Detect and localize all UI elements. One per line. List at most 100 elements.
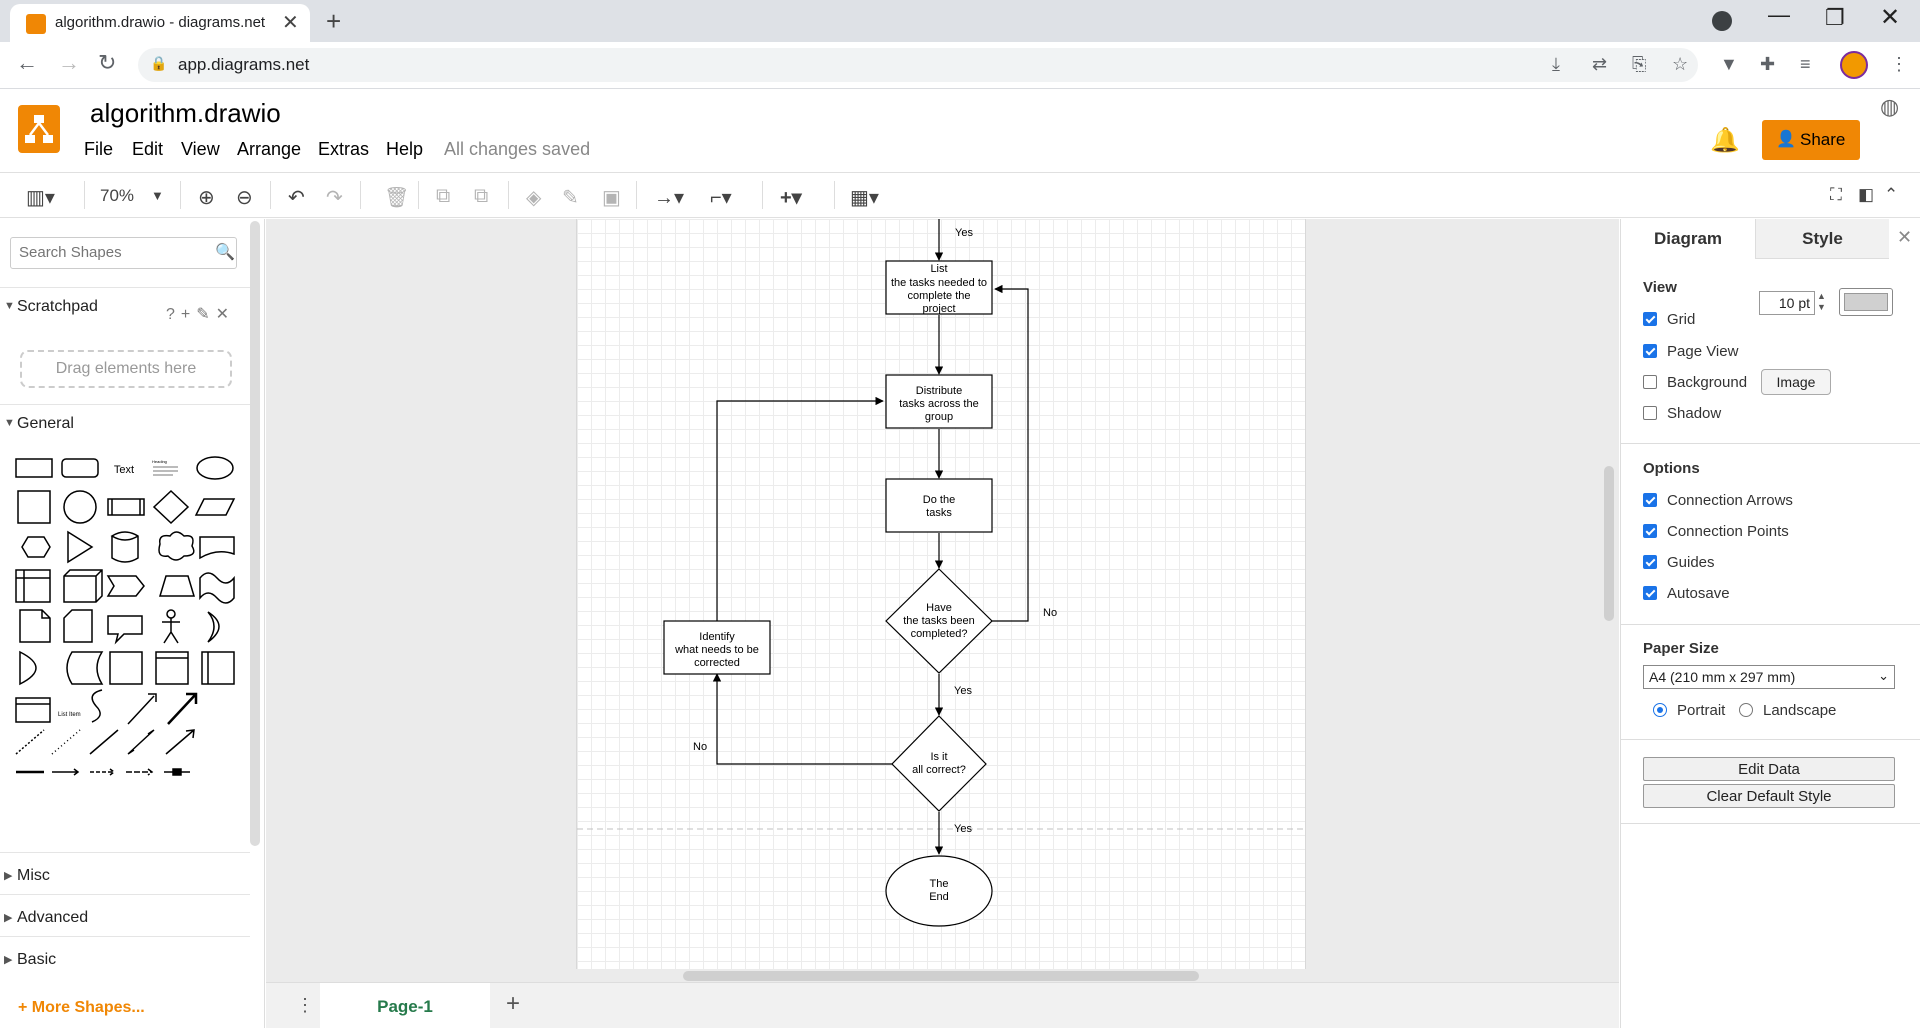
edge-label[interactable]: Yes: [954, 823, 972, 835]
directional-connector-shape[interactable]: [165, 729, 195, 755]
menu-arrange[interactable]: Arrange: [237, 139, 302, 159]
tab-style[interactable]: Style: [1755, 219, 1889, 259]
text-shape[interactable]: Text: [114, 464, 134, 476]
forward-icon[interactable]: →: [58, 50, 80, 75]
vertical-lane-shape[interactable]: [201, 651, 235, 685]
omnibox[interactable]: [138, 48, 1698, 82]
heading-shape[interactable]: [150, 459, 182, 477]
flowchart[interactable]: List the tasks needed to complete the pr…: [577, 219, 1307, 969]
menu-file[interactable]: File: [84, 139, 114, 159]
checkbox-checked[interactable]: [1643, 586, 1657, 600]
search-icon[interactable]: 🔍: [215, 244, 235, 261]
curve-shape[interactable]: [91, 689, 103, 723]
fill-color-icon[interactable]: ◈: [526, 187, 542, 209]
list-shape[interactable]: [15, 697, 51, 723]
dashed-connector-shape[interactable]: [90, 768, 116, 776]
install-app-icon[interactable]: ⤓: [1552, 54, 1560, 74]
square-shape[interactable]: [17, 490, 51, 524]
sidebar-scrollbar[interactable]: [250, 221, 260, 846]
edge-completed-no[interactable]: [992, 284, 1029, 622]
grid-size-input[interactable]: 10 pt: [1759, 291, 1815, 315]
diamond-shape[interactable]: [152, 489, 190, 525]
connection-style-icon[interactable]: →▾: [654, 187, 685, 209]
table-icon[interactable]: ▦▾: [850, 187, 879, 209]
checkbox-checked[interactable]: [1643, 493, 1657, 507]
browser-tab[interactable]: algorithm.drawio - diagrams.net ✕: [10, 4, 310, 42]
checkbox-unchecked[interactable]: [1643, 406, 1657, 420]
edge-label[interactable]: Yes: [954, 685, 972, 697]
triangle-shape[interactable]: [67, 530, 94, 564]
section-basic[interactable]: ▶ Basic: [0, 936, 250, 978]
window-close-icon[interactable]: ✕: [1880, 4, 1901, 31]
connection-arrows-checkbox[interactable]: Connection Arrows: [1643, 492, 1793, 509]
trapezoid-shape[interactable]: [158, 575, 196, 597]
scratchpad-actions[interactable]: ?+✎✕: [166, 306, 236, 323]
list-item-shape[interactable]: List Item: [58, 712, 81, 718]
edge-identify-to-distribute[interactable]: [716, 396, 884, 621]
zoom-out-icon[interactable]: ⊖: [236, 187, 253, 209]
cube-shape[interactable]: [63, 569, 103, 603]
url-text[interactable]: app.diagrams.net: [178, 55, 310, 74]
menu-extras[interactable]: Extras: [318, 139, 370, 159]
portrait-radio[interactable]: Portrait: [1653, 702, 1725, 719]
bidirectional-connector-shape[interactable]: [127, 729, 155, 755]
line-color-icon[interactable]: ✎: [562, 187, 579, 209]
edge-label[interactable]: No: [1043, 607, 1057, 619]
waypoints-icon[interactable]: ⌐▾: [710, 187, 732, 209]
more-shapes-button[interactable]: + More Shapes...: [18, 999, 145, 1017]
lock-icon[interactable]: 🔒: [150, 55, 168, 71]
back-icon[interactable]: ←: [16, 50, 38, 75]
share-button[interactable]: 👤 Share: [1762, 120, 1860, 160]
landscape-radio[interactable]: Landscape: [1739, 702, 1836, 719]
tab-close-icon[interactable]: ✕: [282, 12, 299, 34]
format-panel-toggle-icon[interactable]: ▥▾: [26, 187, 55, 209]
extensions-puzzle-icon[interactable]: ✚: [1760, 54, 1776, 74]
node-all-correct[interactable]: [891, 715, 987, 812]
radio-unselected[interactable]: [1739, 703, 1753, 717]
connection-points-checkbox[interactable]: Connection Points: [1643, 523, 1789, 540]
general-shapes-palette[interactable]: Text Heading List Item: [8, 454, 248, 1028]
tab-diagram[interactable]: Diagram: [1653, 229, 1723, 248]
long-dash-connector-shape[interactable]: [126, 768, 154, 776]
canvas-horizontal-scrollbar[interactable]: [683, 971, 1199, 981]
node-end[interactable]: [885, 855, 993, 927]
checkbox-checked[interactable]: [1643, 312, 1657, 326]
edit-data-button[interactable]: Edit Data: [1643, 757, 1895, 781]
section-scratchpad[interactable]: ▼ Scratchpad: [0, 287, 250, 325]
section-general[interactable]: ▼ General: [0, 404, 250, 442]
radio-selected[interactable]: [1653, 703, 1667, 717]
section-advanced[interactable]: ▶ Advanced: [0, 894, 250, 936]
to-front-icon[interactable]: ⧉: [436, 185, 451, 207]
tab-search-icon[interactable]: [1712, 11, 1732, 31]
internal-storage-shape[interactable]: [15, 569, 51, 603]
swimlane-shape[interactable]: [155, 651, 189, 685]
delay-shape[interactable]: [19, 650, 37, 686]
autosave-checkbox[interactable]: Autosave: [1643, 585, 1730, 602]
bookmark-star-icon[interactable]: ☆: [1672, 54, 1689, 74]
grid-color-button[interactable]: [1839, 288, 1893, 316]
dashed-line-shape[interactable]: [51, 729, 81, 755]
grid-checkbox[interactable]: Grid: [1643, 311, 1695, 328]
clear-default-style-button[interactable]: Clear Default Style: [1643, 784, 1895, 808]
circle-shape[interactable]: [63, 490, 97, 524]
restore-icon[interactable]: ❐: [1825, 5, 1845, 30]
canvas-vertical-scrollbar[interactable]: [1604, 466, 1614, 621]
note-shape[interactable]: [19, 609, 51, 643]
container-shape[interactable]: [109, 651, 143, 685]
data-storage-shape[interactable]: [66, 651, 104, 685]
checkbox-unchecked[interactable]: [1643, 375, 1657, 389]
zoom-dropdown-icon[interactable]: ▼: [151, 188, 164, 203]
parallelogram-shape[interactable]: [194, 498, 236, 516]
paper-size-select[interactable]: A4 (210 mm x 297 mm) ⌄: [1643, 665, 1895, 689]
browser-menu-icon[interactable]: ⋮: [1890, 54, 1908, 74]
thick-arrow-shape[interactable]: [167, 692, 198, 725]
pages-menu-icon[interactable]: ⋮: [296, 995, 314, 1015]
redo-icon[interactable]: ↷: [326, 187, 343, 209]
checkbox-checked[interactable]: [1643, 555, 1657, 569]
bidirectional-arrow-shape[interactable]: [127, 693, 157, 725]
minimize-icon[interactable]: —: [1768, 2, 1790, 27]
checkbox-checked[interactable]: [1643, 344, 1657, 358]
node-completed[interactable]: [885, 568, 993, 674]
hexagon-shape[interactable]: [21, 536, 51, 558]
search-shapes-input[interactable]: [19, 244, 209, 261]
